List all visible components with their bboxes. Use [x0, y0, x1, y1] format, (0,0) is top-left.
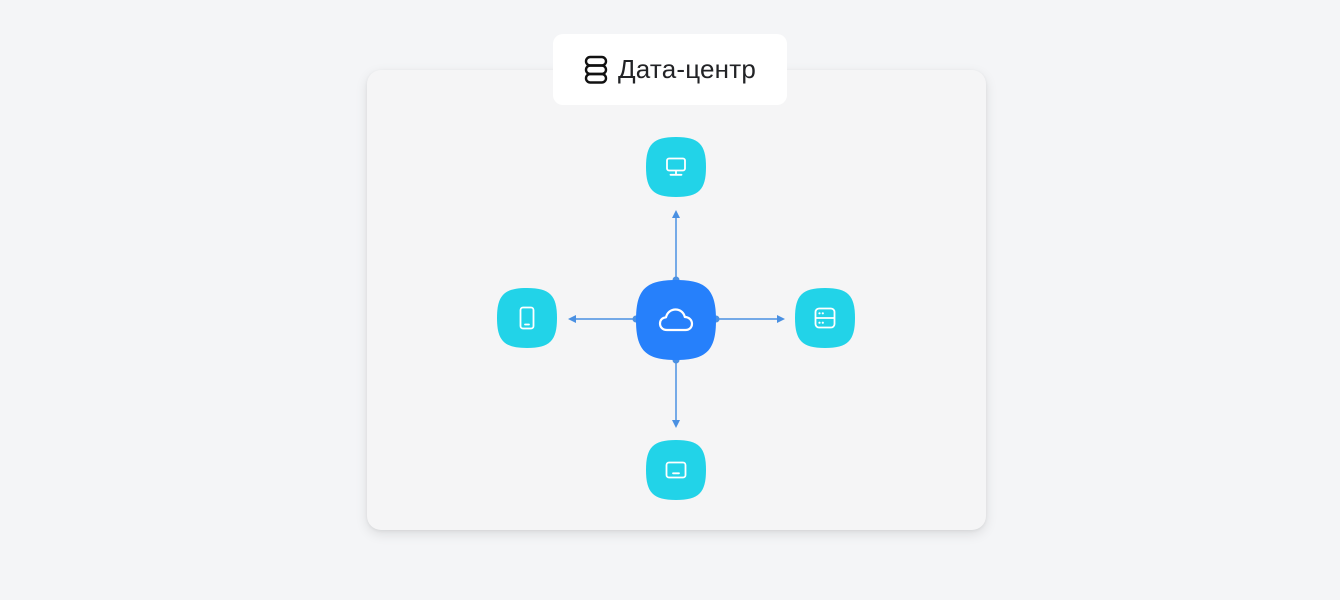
- smartphone-icon: [519, 306, 535, 330]
- cloud-icon: [658, 307, 694, 333]
- server-node[interactable]: [795, 288, 855, 348]
- desktop-node[interactable]: [646, 137, 706, 197]
- squircle-shape: [497, 288, 557, 348]
- mobile-node[interactable]: [497, 288, 557, 348]
- squircle-shape: [636, 280, 716, 360]
- cloud-node[interactable]: [636, 280, 716, 360]
- squircle-shape: [646, 440, 706, 500]
- squircle-shape: [646, 137, 706, 197]
- display-node[interactable]: [646, 440, 706, 500]
- database-icon: [584, 55, 608, 84]
- screen-icon: [665, 461, 687, 479]
- server-icon: [814, 307, 836, 329]
- monitor-icon: [665, 157, 687, 177]
- data-center-label: Дата-центр: [553, 34, 787, 105]
- data-center-title: Дата-центр: [617, 54, 757, 84]
